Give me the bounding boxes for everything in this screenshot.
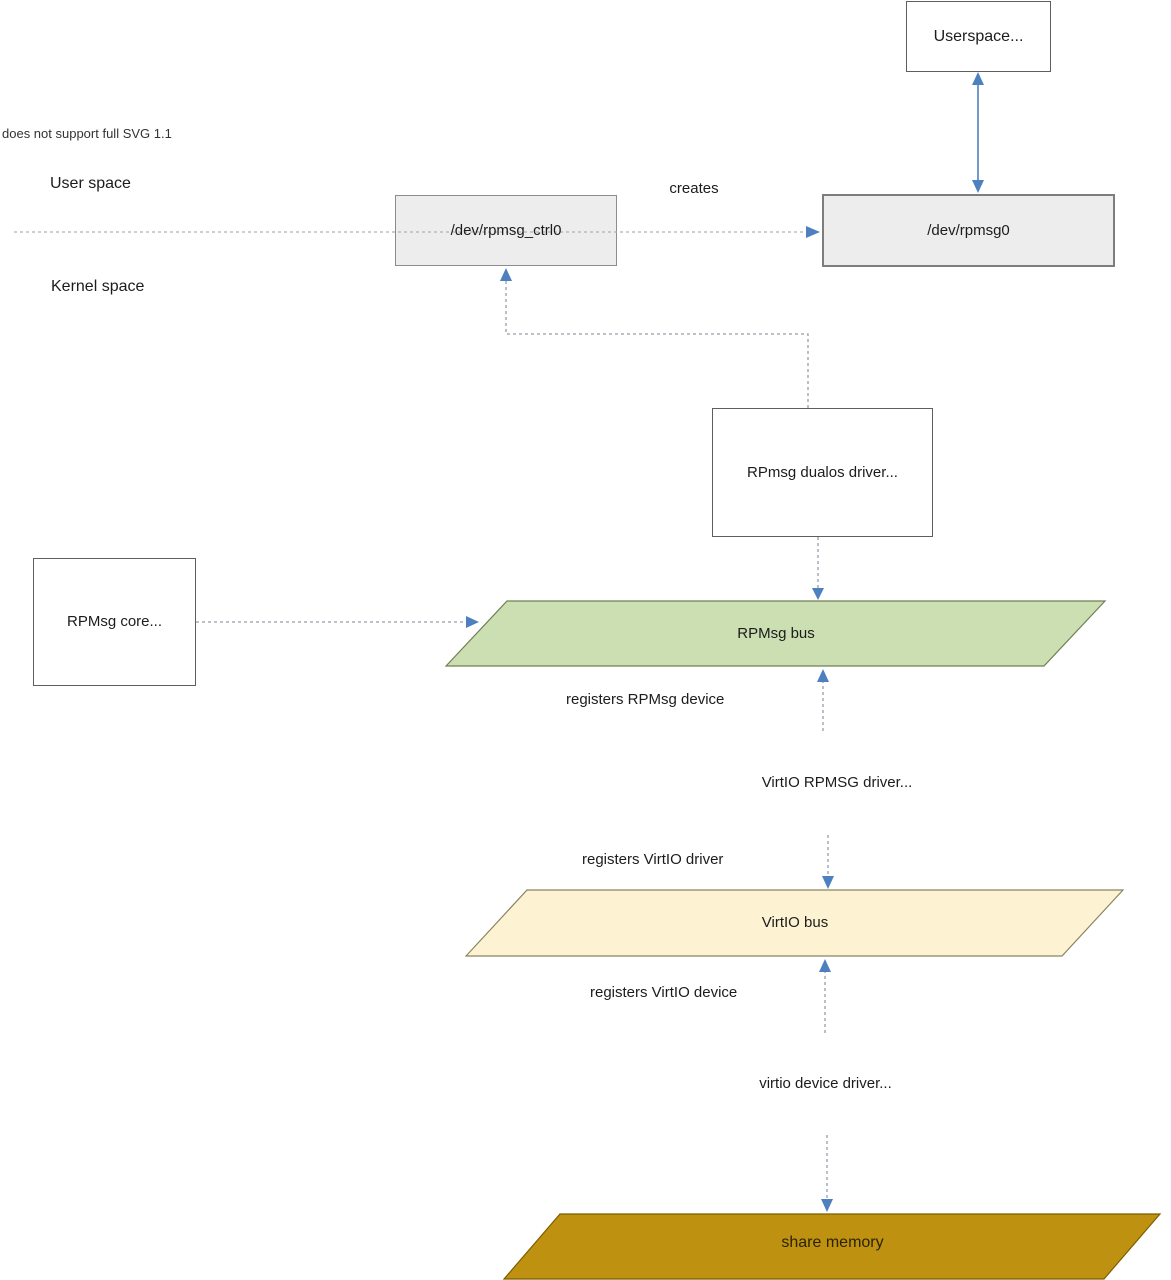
node-dev-rpmsg0	[822, 194, 1115, 267]
node-rpmsg-bus-shape	[445, 600, 1107, 667]
user-space-region-label: User space	[50, 175, 131, 192]
rpmsg-core-label: RPMsg core...	[66, 613, 163, 630]
virtio-bus-parallelogram	[465, 889, 1125, 957]
rpmsg-dualos-driver-label: RPmsg dualos driver...	[747, 463, 898, 481]
virtio-bus-label: VirtIO bus	[761, 914, 829, 931]
kernel-space-region-label: Kernel space	[51, 278, 145, 295]
dev-rpmsg-ctrl0-label: /dev/rpmsg_ctrl0	[450, 221, 562, 239]
node-userspace	[906, 1, 1051, 72]
registers-virtio-device-label: registers VirtIO device	[590, 984, 738, 1001]
svg-support-notice: does not support full SVG 1.1	[2, 126, 172, 141]
node-virtio-bus-shape	[465, 889, 1125, 957]
creates-label: creates	[669, 180, 719, 197]
registers-virtio-driver-label: registers VirtIO driver	[582, 851, 724, 868]
userspace-label: Userspace...	[933, 27, 1024, 45]
rpmsg-bus-label: RPMsg bus	[737, 624, 815, 642]
registers-rpmsg-device-label: registers RPMsg device	[566, 691, 725, 708]
node-share-memory-shape	[503, 1213, 1162, 1280]
node-rpmsg-core	[33, 558, 196, 686]
dev-rpmsg0-label: /dev/rpmsg0	[927, 221, 1010, 239]
virtio-device-driver-label: virtio device driver...	[759, 1075, 892, 1092]
rpmsg-bus-parallelogram	[445, 600, 1107, 667]
virtio-rpmsg-driver-label: VirtIO RPMSG driver...	[761, 774, 913, 791]
node-rpmsg-dualos-driver	[712, 408, 933, 537]
node-dev-rpmsg-ctrl0	[395, 195, 617, 266]
share-memory-parallelogram	[503, 1213, 1162, 1280]
share-memory-label: share memory	[781, 1234, 884, 1252]
